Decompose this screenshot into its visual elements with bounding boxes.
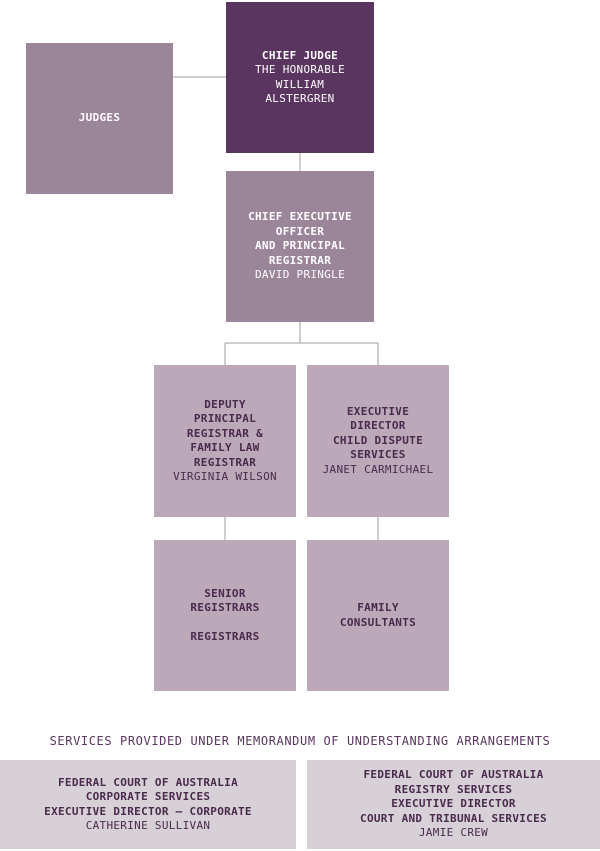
mou-left-line-3: EXECUTIVE DIRECTOR — CORPORATE [44,804,252,818]
exec-child-name: JANET CARMICHAEL [322,462,434,476]
exec-child-role-2: DIRECTOR [350,419,406,433]
senior-registrars-line-2: REGISTRARS [190,601,260,615]
judges-label: JUDGES [78,111,121,125]
deputy-name: VIRGINIA WILSON [173,470,277,483]
exec-child-role-3: CHILD DISPUTE [333,433,423,447]
exec-child-role-4: SERVICES [350,448,406,462]
chief-judge-name-3: ALSTERGREN [265,92,335,105]
chief-judge-name-1: THE HONORABLE [255,63,345,76]
registrars-line: REGISTRARS [190,629,260,643]
ceo-role-2: OFFICER [275,224,325,238]
mou-left-name: CATHERINE SULLIVAN [85,819,211,832]
mou-left-line-2: CORPORATE SERVICES [85,790,211,803]
mou-right-line-1: FEDERAL COURT OF AUSTRALIA [363,768,544,782]
mou-right-line-4: COURT AND TRIBUNAL SERVICES [360,811,547,825]
chief-judge-name-2: WILLIAM [275,77,325,91]
exec-child-dispute-box: EXECUTIVE DIRECTOR CHILD DISPUTE SERVICE… [307,365,449,517]
senior-registrars-line-1: SENIOR [204,586,246,600]
judges-box: JUDGES [26,43,173,194]
family-consultants-line-1: FAMILY [357,601,399,614]
exec-child-role-1: EXECUTIVE [346,404,410,418]
deputy-registrar-box: DEPUTY PRINCIPAL REGISTRAR & FAMILY LAW … [154,365,296,517]
mou-heading: SERVICES PROVIDED UNDER MEMORANDUM OF UN… [49,734,551,748]
deputy-role-1: DEPUTY [204,397,246,411]
ceo-role-4: REGISTRAR [268,253,332,267]
mou-right-line-3: EXECUTIVE DIRECTOR [391,797,516,811]
chief-judge-box: CHIEF JUDGE THE HONORABLE WILLIAM ALSTER… [226,2,374,153]
mou-corporate-services-box: FEDERAL COURT OF AUSTRALIA CORPORATE SER… [0,760,296,849]
chief-judge-role: CHIEF JUDGE [261,48,339,62]
family-consultants-line-2: CONSULTANTS [339,615,417,629]
deputy-role-2: PRINCIPAL [193,412,257,425]
mou-right-line-2: REGISTRY SERVICES [394,782,513,796]
mou-registry-services-box: FEDERAL COURT OF AUSTRALIA REGISTRY SERV… [307,760,600,849]
ceo-role-1: CHIEF EXECUTIVE [248,210,352,224]
deputy-role-4: FAMILY LAW [190,441,260,454]
mou-left-line-1: FEDERAL COURT OF AUSTRALIA [58,775,238,789]
senior-registrars-box: SENIOR REGISTRARS REGISTRARS [154,540,296,691]
deputy-role-3: REGISTRAR & [186,426,264,440]
family-consultants-box: FAMILY CONSULTANTS [307,540,449,691]
ceo-role-3: AND PRINCIPAL [255,239,345,253]
mou-right-name: JAMIE CREW [418,826,489,840]
deputy-role-5: REGISTRAR [193,455,257,469]
ceo-name: DAVID PRINGLE [255,268,345,282]
ceo-box: CHIEF EXECUTIVE OFFICER AND PRINCIPAL RE… [226,171,374,322]
